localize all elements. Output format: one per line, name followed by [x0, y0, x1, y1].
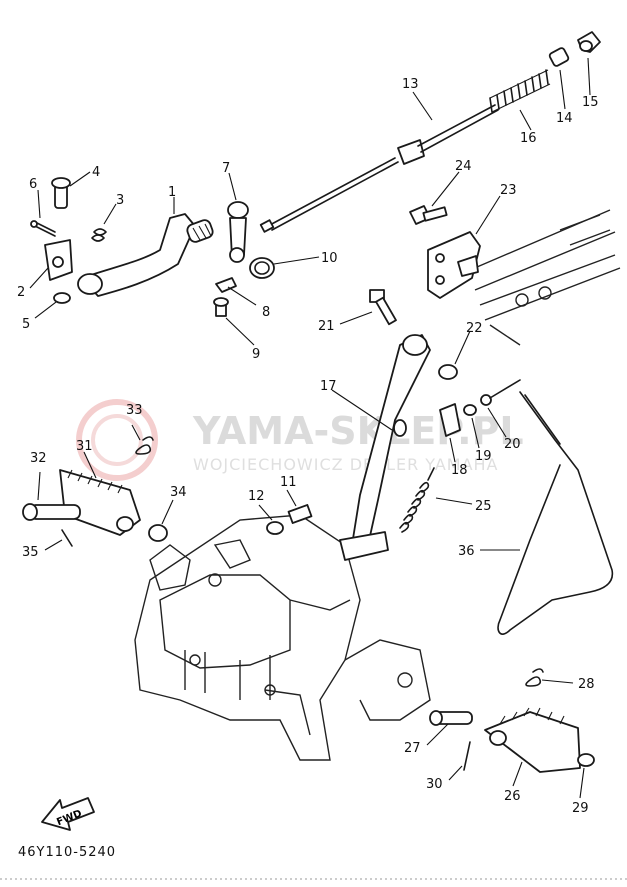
right-footpeg — [429, 668, 595, 773]
callout-9: 9 — [252, 347, 260, 362]
washer-19 — [463, 404, 477, 416]
callout-29: 29 — [572, 801, 589, 816]
nut-12 — [266, 521, 284, 535]
watermark: YAMA-SKLEP.PL WOJCIECHOWICZ DEALER YAMAH… — [76, 399, 524, 481]
frame-rail — [469, 209, 621, 346]
wire-stand — [497, 391, 614, 635]
callout-16: 16 — [520, 131, 537, 146]
sidestand — [339, 334, 431, 561]
callout-10: 10 — [321, 251, 338, 266]
frame-chassis — [134, 514, 431, 761]
callout-34: 34 — [170, 485, 187, 500]
callout-33: 33 — [126, 403, 143, 418]
callout-20: 20 — [504, 437, 521, 452]
clamp — [44, 239, 73, 281]
callout-22: 22 — [466, 321, 483, 336]
callout-21: 21 — [318, 319, 335, 334]
watermark-logo — [76, 399, 158, 481]
callout-4: 4 — [92, 165, 100, 180]
left-footpeg — [22, 436, 168, 547]
doc-code: 46Y110-5240 — [18, 845, 116, 860]
pin-20 — [480, 379, 521, 406]
bolt-21 — [369, 289, 397, 326]
nut-22 — [438, 364, 458, 380]
bolt-9 — [213, 297, 229, 317]
callout-2: 2 — [17, 285, 25, 300]
watermark-subtitle: WOJCIECHOWICZ DEALER YAMAHA — [193, 455, 499, 474]
callout-28: 28 — [578, 677, 595, 692]
washer-5 — [53, 292, 71, 304]
callout-25: 25 — [475, 499, 492, 514]
callout-35: 35 — [22, 545, 39, 560]
rear-brake-arm — [227, 201, 249, 263]
pin-14 — [548, 47, 570, 67]
callout-12: 12 — [248, 489, 265, 504]
spring-10 — [249, 257, 275, 279]
pin-4 — [51, 177, 71, 209]
fwd-arrow-icon: FWD — [41, 797, 95, 831]
cotter-pin-6 — [30, 220, 56, 237]
callout-31: 31 — [76, 439, 93, 454]
watermark-title: YAMA-SKLEP.PL — [192, 409, 524, 453]
spring-3 — [91, 228, 107, 242]
callout-17: 17 — [320, 379, 337, 394]
callout-23: 23 — [500, 183, 517, 198]
callout-30: 30 — [426, 777, 443, 792]
bolt-11 — [287, 504, 313, 524]
callout-24: 24 — [455, 159, 472, 174]
wing-nut-15 — [577, 31, 601, 53]
callout-18: 18 — [451, 463, 468, 478]
callout-15: 15 — [582, 95, 599, 110]
callout-1: 1 — [168, 185, 176, 200]
callout-32: 32 — [30, 451, 47, 466]
callout-6: 6 — [29, 177, 37, 192]
callout-14: 14 — [556, 111, 573, 126]
callout-19: 19 — [475, 449, 492, 464]
bolt-24 — [409, 205, 448, 225]
callout-8: 8 — [262, 305, 270, 320]
callout-7: 7 — [222, 161, 230, 176]
shift-pedal — [77, 213, 214, 297]
callout-36: 36 — [458, 544, 475, 559]
sidestand-bracket — [427, 231, 481, 299]
bracket-8 — [215, 277, 237, 293]
callout-5: 5 — [22, 317, 30, 332]
callout-labels: 1 2 3 4 5 6 7 8 9 10 11 12 13 14 15 16 1… — [17, 77, 599, 816]
spring-25 — [399, 467, 435, 533]
callout-27: 27 — [404, 741, 421, 756]
spring-16 — [489, 69, 551, 113]
callout-26: 26 — [504, 789, 521, 804]
brake-rod — [259, 104, 499, 233]
bracket-18 — [439, 403, 461, 437]
callout-13: 13 — [402, 77, 419, 92]
callout-11: 11 — [280, 475, 297, 490]
callout-3: 3 — [116, 193, 124, 208]
leader-lines — [29, 57, 591, 799]
